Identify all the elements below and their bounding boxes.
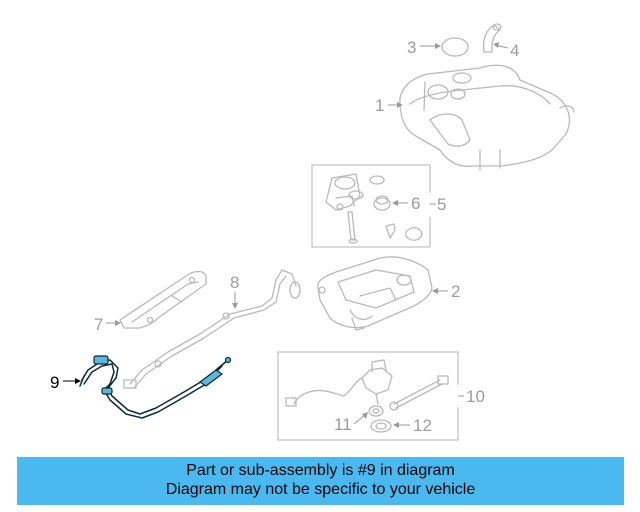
callout-5[interactable]: 5: [430, 195, 446, 214]
info-banner: Part or sub-assembly is #9 in diagram Di…: [17, 457, 624, 505]
parts-diagram: 3 4 1: [50, 23, 575, 441]
callout-10-label: 10: [466, 387, 485, 406]
callout-10[interactable]: 10: [458, 387, 485, 406]
callout-9[interactable]: 9: [50, 373, 81, 392]
part-group-5-box: [311, 164, 431, 248]
banner-line-1: Part or sub-assembly is #9 in diagram: [186, 462, 455, 479]
callout-1[interactable]: 1: [375, 96, 403, 115]
callout-4[interactable]: 4: [493, 41, 519, 60]
callout-8[interactable]: 8: [230, 273, 239, 309]
part-9-cable: [79, 355, 232, 419]
callout-6[interactable]: 6: [392, 194, 420, 213]
part-8-vent-line: [123, 269, 301, 389]
part-group-10-box: [277, 351, 459, 441]
callout-2[interactable]: 2: [432, 282, 460, 301]
callout-8-label: 8: [230, 273, 239, 292]
callout-1-label: 1: [375, 96, 384, 115]
part-2-bracket: [317, 256, 433, 331]
callout-11-label: 11: [334, 415, 352, 434]
callout-5-label: 5: [437, 195, 446, 214]
part-4-hose: [482, 23, 502, 53]
part-1-tank: [399, 64, 575, 171]
callout-12-label: 12: [413, 416, 432, 435]
callout-3[interactable]: 3: [407, 38, 441, 57]
callout-7-label: 7: [94, 315, 103, 334]
part-3-oring: [441, 37, 469, 57]
callout-9-label: 9: [50, 373, 59, 392]
callout-7[interactable]: 7: [94, 315, 121, 334]
callout-3-label: 3: [407, 38, 416, 57]
callout-4-label: 4: [510, 41, 519, 60]
callout-2-label: 2: [451, 282, 460, 301]
callout-6-label: 6: [411, 194, 420, 213]
banner-line-2: Diagram may not be specific to your vehi…: [165, 481, 476, 498]
callout-11[interactable]: 11: [334, 412, 368, 434]
callout-12[interactable]: 12: [393, 416, 432, 435]
part-7-shield: [119, 270, 207, 329]
